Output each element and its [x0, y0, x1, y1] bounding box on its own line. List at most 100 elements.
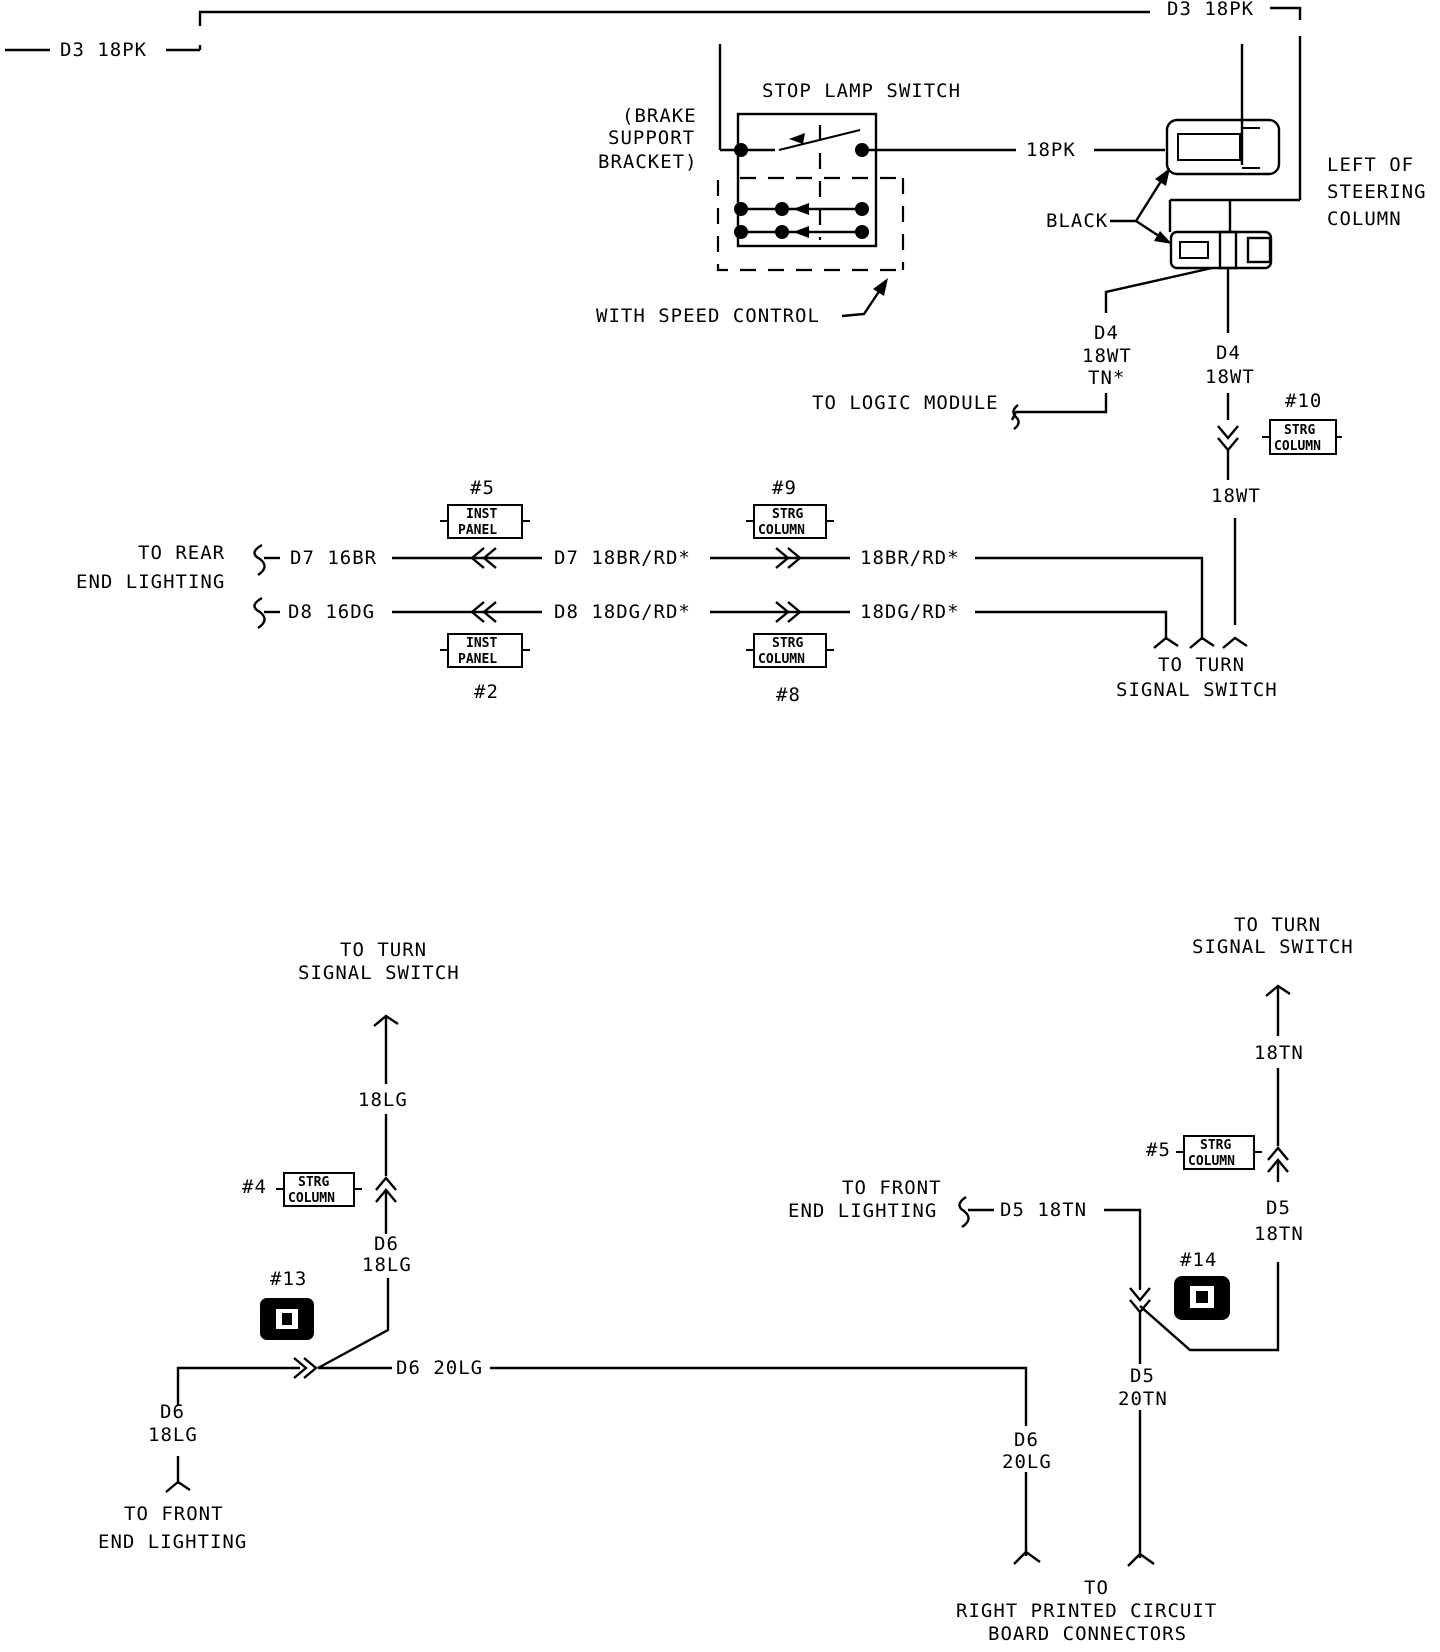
br-front-lighting-1: TO FRONT [842, 1177, 942, 1199]
rear-lighting-1: TO REAR [138, 542, 225, 564]
connector-2-box-2: PANEL [458, 652, 497, 667]
rear-lighting-2: END LIGHTING [76, 571, 225, 593]
d6-18lg-lower-1: D6 [160, 1401, 185, 1423]
d5-right-1: D5 [1266, 1197, 1291, 1219]
br-turn-signal-1: TO TURN [1234, 914, 1321, 936]
left-of-steering-2: STEERING [1327, 181, 1427, 203]
connector-4 [276, 1172, 362, 1207]
d5-20tn-2: 20TN [1118, 1388, 1168, 1410]
connector-4-box-2: COLUMN [288, 1191, 335, 1206]
d6-18lg-lower-2: 18LG [148, 1424, 198, 1446]
br-connector-5-box-2: COLUMN [1188, 1154, 1235, 1169]
pcb-label-1: TO [1084, 1577, 1109, 1599]
bl-turn-signal-2: SIGNAL SWITCH [298, 962, 460, 984]
top-turn-signal-2: SIGNAL SWITCH [1116, 679, 1278, 701]
connector-4-label: #4 [242, 1176, 267, 1198]
connector-9-box-1: STRG [772, 507, 803, 522]
left-of-steering-1: LEFT OF [1327, 154, 1414, 176]
br-connector-5-label: #5 [1146, 1139, 1171, 1161]
d6-20lg-label: D6 20LG [396, 1357, 483, 1379]
d5-20tn-1: D5 [1130, 1365, 1155, 1387]
d4-left-2: 18WT [1082, 345, 1132, 367]
br-front-lighting-2: END LIGHTING [788, 1200, 937, 1222]
d7-wire [253, 543, 1215, 649]
connector-13-label: #13 [270, 1268, 307, 1290]
d6-18lg-upper-2: 18LG [362, 1254, 412, 1276]
d4-right-2: 18WT [1205, 366, 1255, 388]
br-connector-5 [1176, 1135, 1262, 1170]
d4-wires [1010, 266, 1239, 625]
d4-left-3: TN* [1088, 367, 1125, 389]
logic-module-label: TO LOGIC MODULE [812, 392, 999, 414]
connector-9 [746, 504, 834, 539]
d5-right-2: 18TN [1254, 1223, 1304, 1245]
bl-turn-signal-1: TO TURN [340, 939, 427, 961]
stop-lamp-switch [716, 44, 1016, 272]
d3-left-label: D3 18PK [60, 39, 147, 61]
upper-connector [1165, 44, 1281, 176]
d6-20lg-wire [165, 1357, 1041, 1565]
d4-right-1: D4 [1216, 342, 1241, 364]
connector-9-box-2: COLUMN [758, 523, 805, 538]
stop-lamp-switch-label: STOP LAMP SWITCH [762, 80, 961, 102]
d7-18br-label: D7 18BR/RD* [554, 547, 691, 569]
connector-4-box-1: STRG [298, 1175, 329, 1190]
connector-8-box-1: STRG [772, 636, 803, 651]
connector-9-label: #9 [772, 477, 797, 499]
bl-front-lighting-1: TO FRONT [124, 1503, 224, 1525]
connector-13-icon [260, 1298, 314, 1340]
connector-14-icon [1174, 1276, 1230, 1320]
d8-wire [253, 596, 1248, 649]
connector-14-label: #14 [1180, 1249, 1217, 1271]
connector-8-label: #8 [776, 684, 801, 706]
speed-control-leader [841, 278, 888, 318]
br-rd-label: 18BR/RD* [860, 547, 960, 569]
d5-18tn-right-wire [1139, 984, 1291, 1352]
speed-control-label: WITH SPEED CONTROL [596, 305, 820, 327]
d6-18lg-upper-1: D6 [374, 1233, 399, 1255]
connector-5 [440, 504, 530, 539]
brake-support-label-2: SUPPORT [608, 127, 695, 149]
bl-front-lighting-2: END LIGHTING [98, 1531, 247, 1553]
d3-right-label: D3 18PK [1167, 0, 1254, 20]
pk-18-label: 18PK [1026, 139, 1076, 161]
wt-18-label: 18WT [1211, 485, 1261, 507]
d4-left-1: D4 [1094, 322, 1119, 344]
left-of-steering-3: COLUMN [1327, 208, 1402, 230]
lower-connector [1168, 198, 1273, 270]
d6-18lg-upper-wire [317, 1014, 399, 1370]
br-turn-signal-2: SIGNAL SWITCH [1192, 936, 1354, 958]
black-arrows [1110, 168, 1172, 244]
d5-18tn-label: D5 18TN [1000, 1199, 1087, 1221]
dg-rd-label: 18DG/RD* [860, 601, 960, 623]
connector-2-box-1: INST [466, 636, 497, 651]
d5-18tn-left-wire [958, 1196, 1155, 1567]
tn-18-label: 18TN [1254, 1042, 1304, 1064]
pcb-label-3: BOARD CONNECTORS [988, 1623, 1187, 1645]
connector-5-label: #5 [470, 477, 495, 499]
br-connector-5-box-1: STRG [1200, 1138, 1231, 1153]
d6-20lg-vert-2: 20LG [1002, 1451, 1052, 1473]
connector-5-box-2: PANEL [458, 523, 497, 538]
d6-20lg-vert-1: D6 [1014, 1429, 1039, 1451]
d7-16br-label: D7 16BR [290, 547, 377, 569]
connector-8-box-2: COLUMN [758, 652, 805, 667]
d8-18dg-label: D8 18DG/RD* [554, 601, 691, 623]
d8-16dg-label: D8 16DG [288, 601, 375, 623]
brake-support-label-1: (BRAKE [622, 105, 697, 127]
connector-5-box-1: INST [466, 507, 497, 522]
top-turn-signal-1: TO TURN [1158, 654, 1245, 676]
black-label: BLACK [1046, 210, 1108, 232]
connector-8 [746, 633, 834, 668]
connector-10 [1262, 419, 1342, 455]
pcb-label-2: RIGHT PRINTED CIRCUIT [956, 1600, 1217, 1622]
connector-10-label: #10 [1285, 390, 1322, 412]
connector-2 [440, 633, 530, 668]
connector-10-box-2: COLUMN [1274, 439, 1321, 454]
lg-18-label: 18LG [358, 1089, 408, 1111]
brake-support-label-3: BRACKET) [598, 151, 698, 173]
connector-10-box-1: STRG [1284, 423, 1315, 438]
d3-pink-wire [5, 6, 1302, 202]
connector-2-label: #2 [474, 681, 499, 703]
